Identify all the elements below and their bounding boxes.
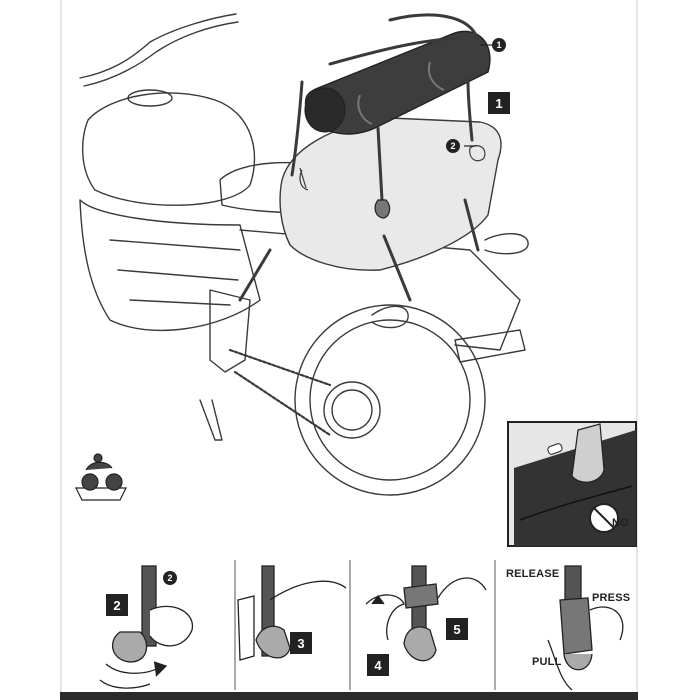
press-label: PRESS <box>592 592 631 604</box>
warning-panel-drawing <box>507 421 637 547</box>
callout-step-2: 2 <box>163 571 177 585</box>
motorcycle-illustration <box>75 13 529 501</box>
bottom-bar <box>60 692 638 700</box>
strap-hook-icon <box>374 199 391 219</box>
warning-no-label: NO <box>612 517 629 529</box>
pull-label: PULL <box>532 656 562 668</box>
step-3-drawing <box>237 565 347 661</box>
plate-ring-right <box>469 145 486 162</box>
turn-signal-right <box>484 233 529 255</box>
callout-plate: 2 <box>446 139 460 153</box>
drive-belt-outline <box>228 348 332 437</box>
release-buckle-drawing <box>547 565 624 691</box>
roll-bag-end-cap <box>304 87 346 133</box>
engine-outline <box>79 199 261 332</box>
step-box-main: 1 <box>488 92 510 114</box>
bottle-icon <box>571 423 605 483</box>
step-2-drawing <box>99 565 193 689</box>
step-4-5-drawing <box>365 565 487 662</box>
turn-signal-left <box>371 305 409 329</box>
step-box-4: 4 <box>367 654 389 676</box>
step-box-2: 2 <box>106 594 128 616</box>
plate-hook-left <box>299 167 309 191</box>
motorcycle-mount-icon <box>75 453 127 501</box>
roll-bag-body <box>304 30 491 135</box>
bag-straps <box>238 13 480 302</box>
handlebar-outline <box>79 13 237 79</box>
frame-line-left <box>60 0 62 700</box>
license-plate-outline <box>454 329 526 363</box>
callout-bag: 1 <box>492 38 506 52</box>
release-label: RELEASE <box>506 568 560 580</box>
frame-line-right <box>636 0 638 700</box>
step-box-3: 3 <box>290 632 312 654</box>
rear-wheel-outline <box>294 304 486 496</box>
step-box-5: 5 <box>446 618 468 640</box>
roll-bag <box>304 30 491 135</box>
swing-arm-outline <box>209 289 251 373</box>
